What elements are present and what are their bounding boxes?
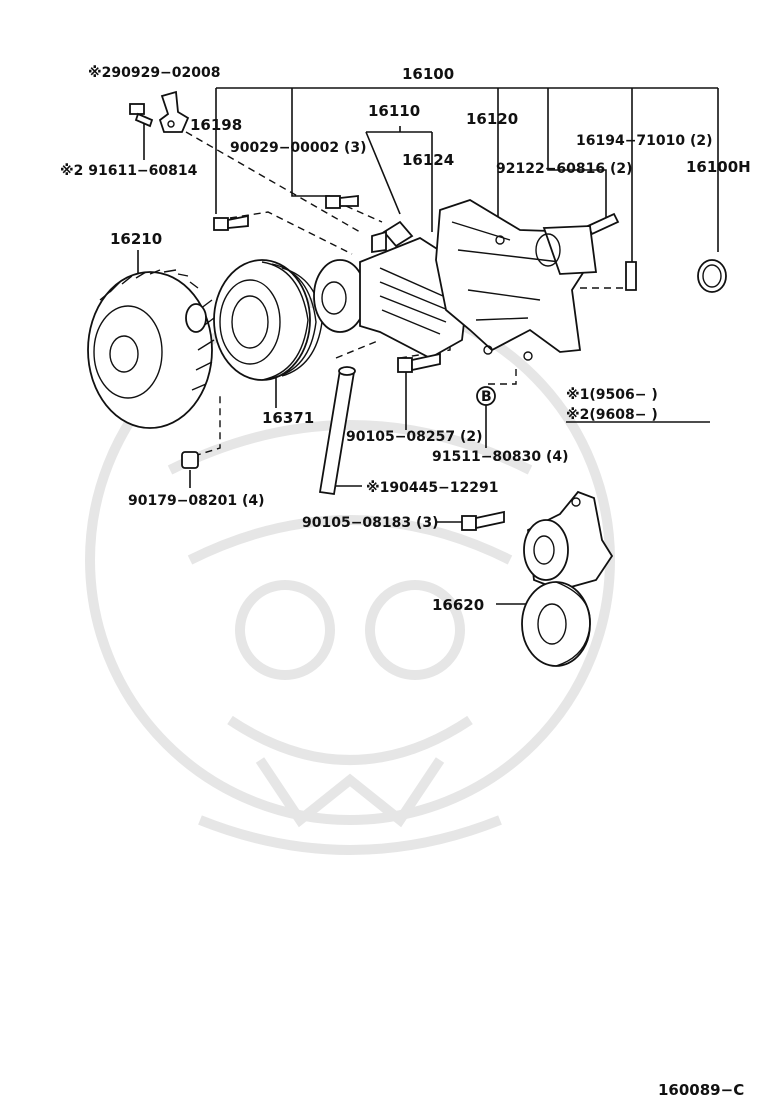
note-1: ※1(9506− ) (566, 387, 658, 403)
o-ring-icon[interactable] (697, 259, 727, 293)
stud-92122-icon[interactable] (586, 212, 620, 236)
label-16100: 16100 (402, 65, 454, 83)
label-16100h: 16100H (686, 158, 751, 176)
bolt-90105-08183-icon[interactable] (461, 510, 505, 531)
figure-code: 160089−C (658, 1081, 744, 1099)
pump-housing-part[interactable] (435, 199, 598, 361)
stud-16194-icon[interactable] (625, 261, 637, 291)
bolt-90105-08257-icon[interactable] (397, 352, 441, 373)
label-90105-08257: 90105−08257 (2) (346, 429, 483, 445)
bolt-left-icon[interactable] (213, 214, 249, 231)
bolt-90029-icon[interactable] (325, 194, 359, 209)
hose-part[interactable] (318, 366, 356, 496)
label-16371: 16371 (262, 409, 314, 427)
label-16198: 16198 (190, 116, 242, 134)
leader-lines (137, 87, 719, 605)
label-90929-02008: ※290929−02008 (88, 65, 221, 81)
label-16620: 16620 (432, 596, 484, 614)
nut-90179-icon[interactable] (181, 451, 199, 469)
badge-b-label: B (481, 389, 492, 405)
pulley-part[interactable] (213, 259, 323, 381)
badge-b-icon: B (476, 386, 496, 406)
note-2: ※2(9608− ) (566, 407, 658, 423)
fan-clutch-part[interactable] (87, 269, 215, 429)
label-92122-60816: 92122−60816 (2) (496, 161, 633, 177)
label-16194-71010: 16194−71010 (2) (576, 133, 713, 149)
bracket-icon[interactable] (158, 90, 190, 133)
label-90179-08201: 90179−08201 (4) (128, 493, 265, 509)
bolt-icon[interactable] (129, 103, 154, 128)
label-190445-12291: ※190445−12291 (366, 480, 499, 496)
label-16120: 16120 (466, 110, 518, 128)
label-91511-80830: 91511−80830 (4) (432, 449, 569, 465)
label-90105-08183: 90105−08183 (3) (302, 515, 439, 531)
label-16110: 16110 (368, 102, 420, 120)
label-16210: 16210 (110, 230, 162, 248)
label-16124: 16124 (402, 151, 454, 169)
label-91611-60814: ※2 91611−60814 (60, 163, 198, 179)
label-90029-00002: 90029−00002 (3) (230, 140, 367, 156)
tensioner-part[interactable] (521, 490, 614, 667)
